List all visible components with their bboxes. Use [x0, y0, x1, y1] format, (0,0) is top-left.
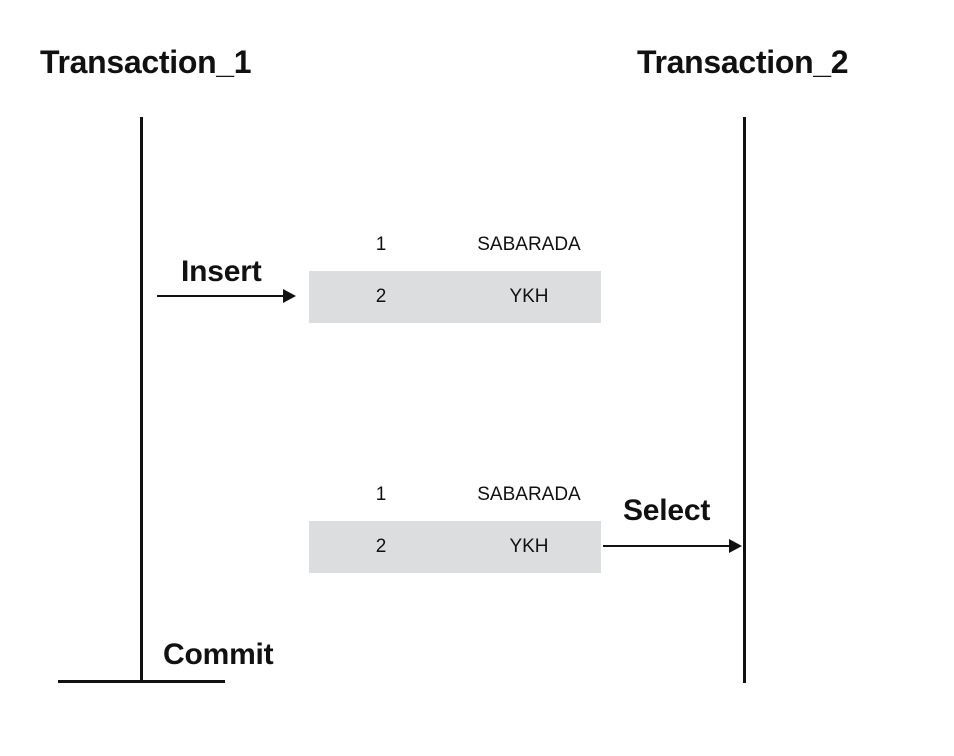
row-id-cell: 1	[375, 234, 387, 255]
transaction-1-timeline	[140, 117, 143, 683]
transaction-2-timeline	[743, 117, 746, 683]
transaction-1-title: Transaction_1	[40, 44, 252, 80]
table-read-by-select: 1 SABARADA 2 YKH	[309, 469, 601, 573]
commit-line	[58, 680, 225, 683]
row-name-cell: YKH	[509, 286, 549, 307]
select-arrowhead-icon	[729, 539, 742, 553]
table-row: 1 SABARADA	[309, 219, 601, 271]
row-id-cell: 1	[375, 484, 387, 505]
insert-arrowhead-icon	[283, 289, 296, 303]
table-row: 1 SABARADA	[309, 469, 601, 521]
table-after-insert: 1 SABARADA 2 YKH	[309, 219, 601, 323]
row-id-cell: 2	[375, 286, 387, 307]
table-row-selected: 2 YKH	[309, 521, 601, 573]
insert-arrow	[157, 288, 296, 304]
transaction-2-title: Transaction_2	[637, 44, 849, 80]
row-name-cell: YKH	[509, 536, 549, 557]
select-label: Select	[623, 494, 711, 527]
row-name-cell: SABARADA	[477, 484, 581, 505]
row-id-cell: 2	[375, 536, 387, 557]
insert-label: Insert	[181, 255, 262, 288]
select-arrow	[603, 538, 742, 554]
commit-label: Commit	[163, 638, 274, 671]
table-row-inserted: 2 YKH	[309, 271, 601, 323]
row-name-cell: SABARADA	[477, 234, 581, 255]
